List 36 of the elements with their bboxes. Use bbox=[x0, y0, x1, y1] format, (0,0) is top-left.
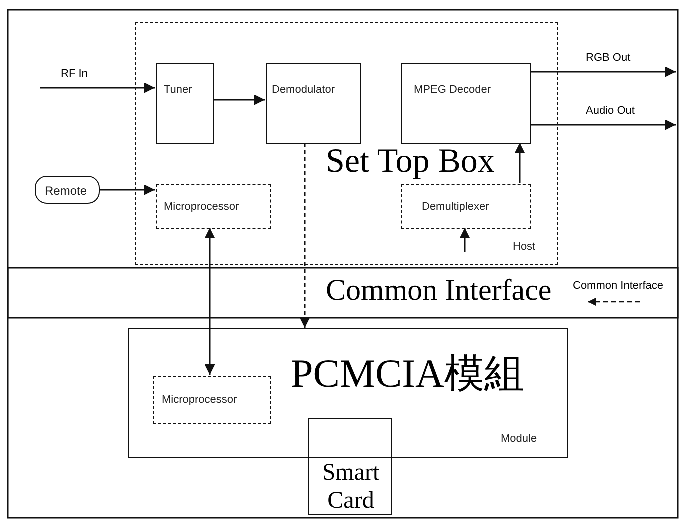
arrow bbox=[100, 184, 155, 196]
edge-label: Audio Out bbox=[585, 105, 636, 117]
arrow bbox=[514, 143, 526, 183]
arrow bbox=[300, 143, 310, 328]
band-title: Common Interface bbox=[325, 274, 553, 308]
box-label: Demultiplexer bbox=[422, 201, 490, 213]
box-label: Microprocessor bbox=[164, 201, 240, 213]
arrow bbox=[204, 228, 216, 375]
arrow bbox=[530, 66, 676, 78]
process-box bbox=[401, 184, 531, 229]
arrow bbox=[530, 120, 676, 130]
box-label: Remote bbox=[45, 184, 88, 198]
smart-card-box bbox=[308, 418, 392, 515]
arrow bbox=[460, 228, 470, 252]
box-label: Tuner bbox=[164, 84, 192, 96]
remote-box bbox=[35, 176, 100, 204]
box-label: Demodulator bbox=[272, 84, 335, 96]
arrow bbox=[40, 82, 155, 94]
title: PCMCIA模組 bbox=[291, 350, 524, 398]
module-box bbox=[128, 328, 568, 458]
title: Set Top Box bbox=[326, 143, 495, 181]
process-box bbox=[266, 63, 361, 144]
process-box bbox=[153, 376, 271, 424]
interface-label: Common Interface bbox=[572, 280, 664, 292]
edge-label: RGB Out bbox=[585, 52, 632, 64]
arrow bbox=[213, 94, 265, 106]
title: Smart Card bbox=[321, 460, 381, 516]
host-label: Host bbox=[513, 241, 536, 253]
box-label: MPEG Decoder bbox=[414, 84, 492, 96]
module-label: Module bbox=[501, 433, 538, 445]
box-label: Microprocessor bbox=[162, 394, 238, 406]
host-box bbox=[135, 22, 558, 265]
process-box bbox=[401, 63, 531, 144]
process-box bbox=[156, 184, 271, 229]
edge-label: RF In bbox=[60, 68, 89, 80]
process-box bbox=[156, 63, 214, 144]
